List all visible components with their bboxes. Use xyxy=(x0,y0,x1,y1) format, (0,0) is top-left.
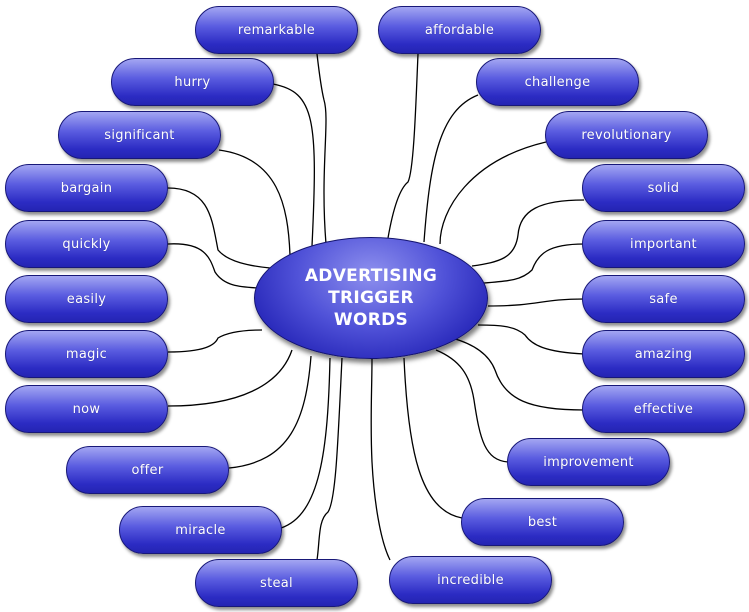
word-node-improvement[interactable]: improvement xyxy=(507,438,670,486)
word-label: amazing xyxy=(634,346,693,362)
word-node-bargain[interactable]: bargain xyxy=(5,164,168,212)
word-node-best[interactable]: best xyxy=(461,498,624,546)
word-label: improvement xyxy=(543,454,634,470)
connector-amazing xyxy=(477,324,585,355)
connector-incredible xyxy=(370,357,391,561)
word-label: miracle xyxy=(175,522,226,538)
word-label: important xyxy=(630,236,697,252)
word-label: remarkable xyxy=(237,22,316,38)
connector-improvement xyxy=(435,349,509,463)
word-label: significant xyxy=(104,127,175,143)
word-node-offer[interactable]: offer xyxy=(66,446,229,494)
connector-revolutionary xyxy=(439,141,547,245)
word-node-challenge[interactable]: challenge xyxy=(476,58,639,106)
connector-affordable xyxy=(387,53,419,239)
word-label: best xyxy=(527,514,558,530)
word-label: solid xyxy=(647,180,680,196)
word-label: revolutionary xyxy=(581,127,672,143)
connector-quickly xyxy=(167,243,259,289)
word-label: challenge xyxy=(524,74,591,90)
word-label: safe xyxy=(649,291,678,307)
connector-bargain xyxy=(167,187,271,269)
word-node-now[interactable]: now xyxy=(5,385,168,433)
word-node-easily[interactable]: easily xyxy=(5,275,168,323)
word-node-steal[interactable]: steal xyxy=(195,559,358,607)
central-topic-node[interactable]: ADVERTISING TRIGGER WORDS xyxy=(254,237,488,359)
connector-safe xyxy=(487,298,585,307)
word-node-incredible[interactable]: incredible xyxy=(389,556,552,604)
word-node-hurry[interactable]: hurry xyxy=(111,58,274,106)
connector-challenge xyxy=(423,94,479,243)
word-node-revolutionary[interactable]: revolutionary xyxy=(545,111,708,159)
connector-solid xyxy=(471,199,585,267)
word-node-effective[interactable]: effective xyxy=(582,385,745,433)
word-label: hurry xyxy=(174,74,211,90)
word-node-solid[interactable]: solid xyxy=(582,164,745,212)
word-label: effective xyxy=(633,401,694,417)
connector-best xyxy=(403,357,463,519)
connector-magic xyxy=(167,329,263,353)
word-label: now xyxy=(72,401,101,417)
connector-hurry xyxy=(272,83,315,247)
connector-steal xyxy=(316,357,343,561)
word-label: magic xyxy=(65,346,108,362)
connector-offer xyxy=(228,355,312,469)
word-node-remarkable[interactable]: remarkable xyxy=(195,6,358,54)
word-node-safe[interactable]: safe xyxy=(582,275,745,323)
word-label: steal xyxy=(260,575,293,591)
word-label: incredible xyxy=(437,572,504,588)
connector-now xyxy=(167,349,293,407)
word-label: quickly xyxy=(62,236,111,252)
word-node-amazing[interactable]: amazing xyxy=(582,330,745,378)
word-node-miracle[interactable]: miracle xyxy=(119,506,282,554)
connector-effective xyxy=(451,337,585,411)
connector-miracle xyxy=(280,357,331,529)
word-node-significant[interactable]: significant xyxy=(58,111,221,159)
word-node-quickly[interactable]: quickly xyxy=(5,220,168,268)
word-node-affordable[interactable]: affordable xyxy=(378,6,541,54)
word-label: offer xyxy=(131,462,164,478)
word-label: easily xyxy=(66,291,107,307)
word-label: affordable xyxy=(424,22,495,38)
connector-remarkable xyxy=(316,53,327,245)
word-node-important[interactable]: important xyxy=(582,220,745,268)
connector-significant xyxy=(218,149,291,256)
word-node-magic[interactable]: magic xyxy=(5,330,168,378)
word-label: bargain xyxy=(60,180,113,196)
connector-important xyxy=(483,243,585,284)
central-topic-title: ADVERTISING TRIGGER WORDS xyxy=(304,266,438,330)
